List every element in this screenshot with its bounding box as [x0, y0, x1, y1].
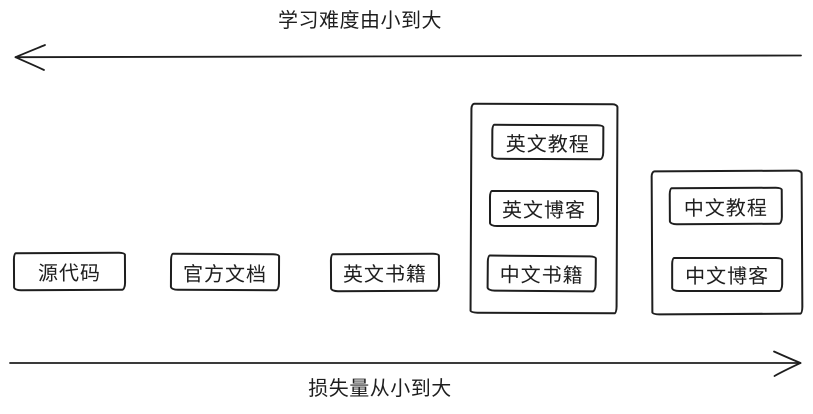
- box-source-code: 源代码: [12, 251, 127, 292]
- group-english-resources: 英文教程 英文博客 中文书籍: [469, 102, 619, 315]
- box-chinese-tutorials: 中文教程: [668, 186, 783, 226]
- right-arrow: [9, 350, 802, 377]
- box-chinese-blogs: 中文博客: [671, 256, 784, 293]
- box-official-docs: 官方文档: [169, 252, 281, 292]
- box-english-books: 英文书籍: [329, 252, 441, 293]
- box-english-tutorials: 英文教程: [491, 123, 605, 161]
- box-chinese-books: 中文书籍: [486, 254, 597, 293]
- group-chinese-resources: 中文教程 中文博客: [650, 169, 804, 316]
- top-arrow-label: 学习难度由小到大: [278, 10, 442, 32]
- box-english-blogs: 英文博客: [488, 189, 600, 228]
- left-arrow: [14, 44, 802, 71]
- bottom-arrow-label: 损失量从小到大: [308, 378, 452, 400]
